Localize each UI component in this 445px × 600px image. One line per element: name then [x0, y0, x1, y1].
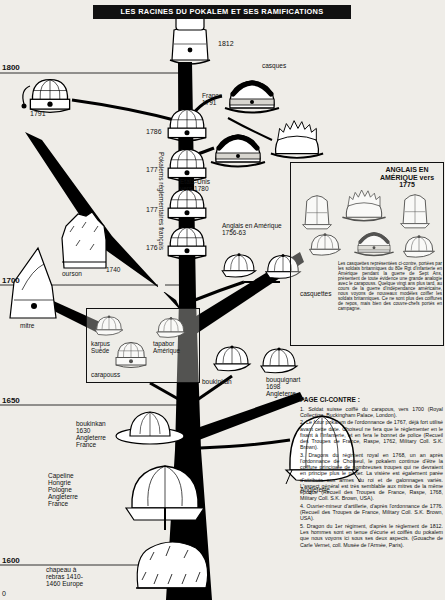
year-label: 1650 [2, 397, 32, 406]
box-text: karpus Suède [91, 341, 127, 355]
hat-label: ourson [62, 270, 92, 277]
helmet-capeline [126, 466, 204, 530]
caption-box: ANGLAIS EN AMÉRIQUE vers 1775Les casquet… [290, 162, 444, 346]
hat-label: France 1791 [202, 92, 230, 106]
drawing-circle [188, 48, 193, 53]
year-label: 1600 [2, 557, 32, 566]
box-text: Les casquettes représentées ci-contre, p… [338, 262, 442, 312]
note-item: 4. Ouvrier-mineur d'artillerie, d'après … [300, 503, 443, 522]
hat-1812 [170, 16, 210, 64]
drawing-path [62, 261, 106, 262]
caption-box: karpus Suède tapabor Amérique carapouss [86, 308, 200, 383]
note-item: 1. Soldat suisse coiffé du carapous, ver… [300, 406, 443, 418]
drawing-circle [31, 303, 37, 309]
drawing-path [150, 383, 180, 400]
hat-bouquignart [261, 347, 297, 372]
drawing-path [62, 212, 106, 268]
drawing-path [23, 86, 30, 104]
date-label: 1740 [106, 266, 131, 273]
hat-label: Angleterre [300, 486, 345, 493]
hat-ourson [62, 212, 106, 268]
drawing-path [193, 252, 304, 334]
drawing-path [164, 508, 166, 530]
box-text: tapabor Amérique [153, 341, 197, 355]
box-heading: ANGLAIS EN AMÉRIQUE vers 1775 [373, 166, 441, 189]
hat-boukinkan [214, 345, 250, 370]
drawing-path [197, 392, 304, 440]
note-item: 2. Le futur pokalem de l'ordonnance de 1… [300, 419, 443, 450]
hat-rebras [136, 542, 208, 588]
drawing-circle [22, 104, 27, 109]
drawing-path [140, 412, 160, 436]
hat-label: casques [262, 62, 302, 69]
notes-heading: PAGE CI-CONTRE : [300, 396, 443, 404]
drawing-line [0, 73, 182, 74]
helmet-france [225, 81, 279, 113]
hat-label: casquettes [300, 290, 345, 297]
drawing-path [195, 282, 244, 300]
drawing-path [70, 222, 98, 250]
hat-label: boukinkan 1630 Angleterre France [76, 420, 118, 448]
drawing-path [72, 100, 182, 122]
hat-label: bouquignart 1698 Angleterre [266, 376, 306, 397]
hat-1791-left [22, 80, 70, 113]
helmet-usa [211, 135, 265, 167]
hat-1767 [168, 227, 206, 258]
drawing-path [172, 27, 208, 60]
title-band: LES RACINES DU POKALEM ET SES RAMIFICATI… [93, 5, 351, 19]
drawing-path [244, 281, 280, 283]
date-label: 1812 [218, 40, 248, 48]
page-number: 0 [2, 590, 16, 598]
box-text: carapouss [91, 372, 141, 379]
note-item: 5. Dragon du 1er régiment, d'après le rè… [300, 523, 443, 548]
year-label: 1800 [2, 64, 32, 73]
hat-label: Anglais en Amérique 1756-63 [222, 222, 284, 236]
drawing-path [137, 542, 207, 588]
notes-column: PAGE CI-CONTRE : 1. Soldat suisse coiffé … [300, 396, 443, 549]
hat-label: Etats-Unis vers 1780 [180, 178, 220, 192]
hat-label: boukinkan [202, 378, 247, 385]
drawing-path [142, 546, 200, 584]
hat-label: Capeline Hongrie Pologne Angleterre Fran… [48, 472, 92, 507]
note-item: 3. Dragons du régiment royal en 1768, un… [300, 452, 443, 502]
date-label: 1791 [30, 110, 60, 118]
casquette [222, 253, 256, 277]
hat-label: chapeau à rebras 1410-1460 Europe [46, 566, 92, 587]
drawing-use [30, 80, 69, 113]
drawing-path [174, 44, 206, 45]
hat-1776 [168, 149, 206, 180]
hat-1630 [116, 412, 184, 444]
drawing-path [14, 264, 54, 300]
hat-label: mitre [20, 322, 50, 329]
tree-branches [25, 62, 304, 600]
year-label: 1700 [2, 277, 32, 286]
date-label: 1786 [146, 128, 171, 136]
hat-1786 [168, 109, 206, 140]
helmet-fur [271, 121, 323, 158]
vertical-label: Pokalems réglementaires français [158, 152, 165, 292]
drawing-path [170, 60, 210, 64]
drawing-path [130, 412, 170, 436]
drawing-path [200, 440, 290, 448]
drawing-path [132, 466, 198, 508]
drawing-path [148, 466, 182, 508]
drawing-path [136, 587, 208, 588]
drawing-line [0, 405, 182, 406]
hat-1775 [168, 189, 206, 220]
